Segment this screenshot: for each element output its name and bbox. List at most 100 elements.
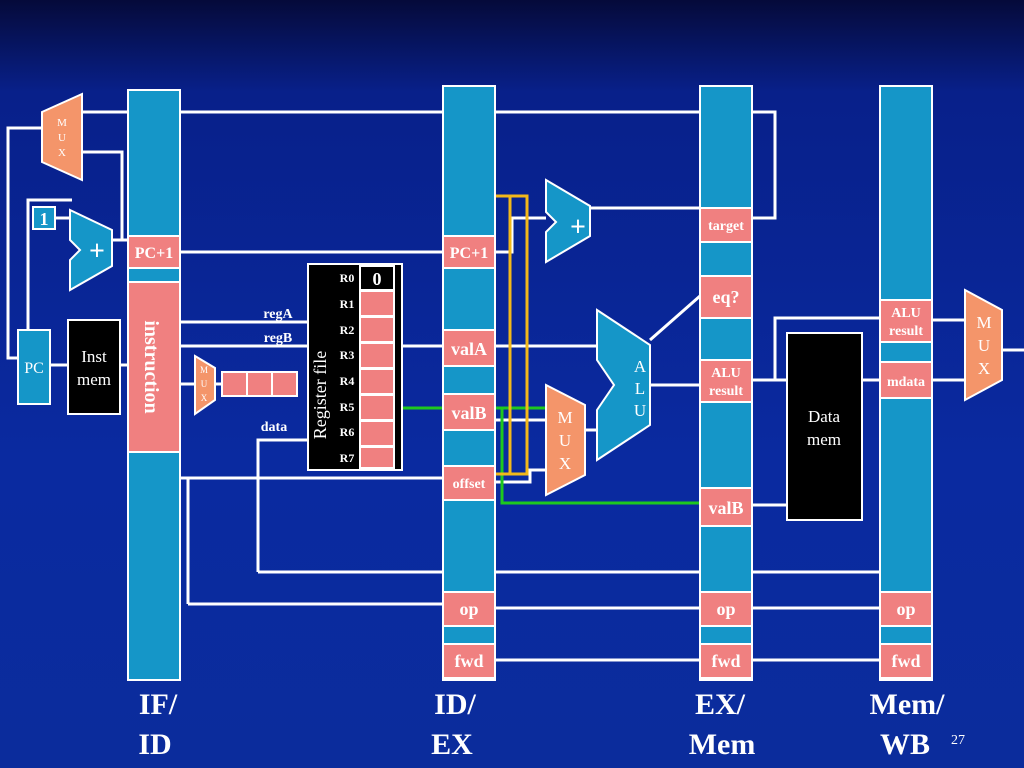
pc-register: PC: [17, 329, 51, 405]
dest-mux-u: U: [201, 379, 208, 389]
id-ex-fwd-field: [442, 643, 496, 679]
id-ex-fwd-label: fwd: [454, 651, 483, 671]
constant-one-label: 1: [40, 209, 49, 229]
branch-adder: +: [545, 178, 591, 264]
instruction-memory: Inst mem: [67, 319, 121, 415]
mem-wb-alu-result-line2: result: [889, 324, 923, 339]
ex-mem-alu-result-line1: ALU: [711, 366, 741, 381]
reg-r6-cell: [359, 420, 395, 447]
id-ex-valb-field: [442, 393, 496, 431]
mem-wb-mdata-label: mdata: [887, 375, 925, 390]
ex-mem-valb-label: valB: [708, 498, 743, 518]
port-data-label: data: [261, 420, 287, 435]
reg-r0-name: R0: [340, 271, 355, 285]
id-ex-op-label: op: [459, 599, 478, 619]
alu-letter-u: U: [634, 401, 646, 420]
alu: A L U: [596, 308, 651, 462]
dest-reg-fields: [221, 371, 298, 397]
ex-mem-fwd-label: fwd: [711, 651, 740, 671]
wb-mux-u: U: [978, 336, 990, 355]
port-rega-label: regA: [263, 307, 293, 322]
mem-wb-op-field: [879, 591, 933, 627]
id-ex-label-line1: ID/: [434, 688, 476, 721]
dest-mux-x: X: [201, 393, 208, 403]
mem-wb-alu-result-line1: ALU: [891, 306, 921, 321]
register-file-title: Register file: [310, 351, 330, 439]
ex-mem-eq-label: eq?: [713, 287, 740, 307]
reg-r3-cell: [359, 342, 395, 369]
if-id-label-line2: ID: [138, 728, 171, 761]
data-memory: Data mem: [786, 332, 863, 521]
pc-select-mux: M U X: [41, 92, 83, 182]
stage-labels: IF/ ID ID/ EX EX/ Mem Mem/ WB: [138, 688, 945, 761]
mem-wb-label-line2: WB: [880, 728, 930, 761]
register-file: Register file R0 R1 R2 R3 R4 R5 R6 R7 0: [307, 263, 403, 471]
dest-mux-m: M: [200, 365, 208, 375]
id-ex-register: PC+1 valA valB offset op fwd: [442, 85, 496, 681]
ex-mem-op-label: op: [716, 599, 735, 619]
ex-mem-target-label: target: [708, 219, 744, 234]
pc-mux-x: X: [58, 147, 66, 159]
id-ex-label-line2: EX: [431, 728, 473, 761]
slide-number: 27: [951, 733, 965, 748]
writeback-mux: M U X: [964, 288, 1003, 402]
pc-mux-m: M: [57, 117, 67, 129]
id-ex-offset-field: [442, 465, 496, 501]
inst-mem-line2: mem: [77, 370, 111, 389]
pc-adder: +: [69, 208, 113, 292]
reg-r0-value: 0: [373, 269, 382, 289]
alu-letter-l: L: [635, 379, 645, 398]
ex-mem-op-field: [699, 591, 753, 627]
ex-mem-label-line2: Mem: [689, 728, 756, 761]
wb-mux-x: X: [978, 359, 990, 378]
id-ex-offset-label: offset: [453, 477, 486, 492]
alu-mux-u: U: [559, 431, 571, 450]
alu-input-mux: M U X: [545, 383, 586, 497]
reg-r4-cell: [359, 368, 395, 395]
register-cells: [359, 290, 395, 469]
id-ex-op-field: [442, 591, 496, 627]
ex-mem-register: target eq? ALU result valB op fwd: [699, 85, 753, 681]
id-ex-vala-field: [442, 329, 496, 367]
reg-r5-name: R5: [340, 400, 355, 414]
ex-mem-target-field: [699, 207, 753, 243]
alu-mux-x: X: [559, 454, 571, 473]
mem-wb-fwd-field: [879, 643, 933, 679]
data-mem-line1: Data: [808, 407, 841, 426]
ex-mem-label-line1: EX/: [695, 688, 746, 721]
mem-wb-register: ALU result mdata op fwd: [879, 85, 933, 681]
constant-one: 1: [32, 206, 56, 230]
reg-r0-cell: [359, 265, 395, 291]
mem-wb-label-line1: Mem/: [870, 688, 946, 721]
id-ex-vala-label: valA: [451, 339, 487, 359]
mem-wb-alu-result-field: [879, 299, 933, 343]
reg-r4-name: R4: [340, 374, 355, 388]
branch-adder-symbol: +: [570, 212, 586, 243]
ex-mem-fwd-field: [699, 643, 753, 679]
ex-mem-alu-result-field: [699, 359, 753, 403]
reg-r3-name: R3: [340, 348, 355, 362]
if-id-pc1-label: PC+1: [135, 245, 173, 262]
alu-mux-m: M: [557, 408, 572, 427]
pc-mux-u: U: [58, 132, 66, 144]
port-regb-label: regB: [264, 331, 293, 346]
reg-r5-cell: [359, 394, 395, 421]
dest-reg-mux: M U X: [194, 354, 216, 416]
register-names: R0 R1 R2 R3 R4 R5 R6 R7: [340, 271, 355, 465]
if-id-instruction-label: instruction: [140, 320, 162, 413]
ex-mem-valb-field: [699, 487, 753, 527]
wires: [6, 110, 1024, 662]
reg-r1-cell: [359, 290, 395, 317]
if-id-instruction-field: [127, 281, 181, 453]
mem-wb-fwd-label: fwd: [891, 651, 920, 671]
id-ex-pc1-label: PC+1: [450, 245, 488, 262]
pc-label: PC: [24, 360, 44, 377]
reg-r2-name: R2: [340, 323, 355, 337]
ex-mem-eq-field: [699, 275, 753, 319]
wb-mux-m: M: [976, 313, 991, 332]
id-ex-valb-label: valB: [451, 403, 486, 423]
reg-r2-cell: [359, 316, 395, 343]
mem-wb-op-label: op: [896, 599, 915, 619]
if-id-register: PC+1 instruction: [127, 89, 181, 681]
